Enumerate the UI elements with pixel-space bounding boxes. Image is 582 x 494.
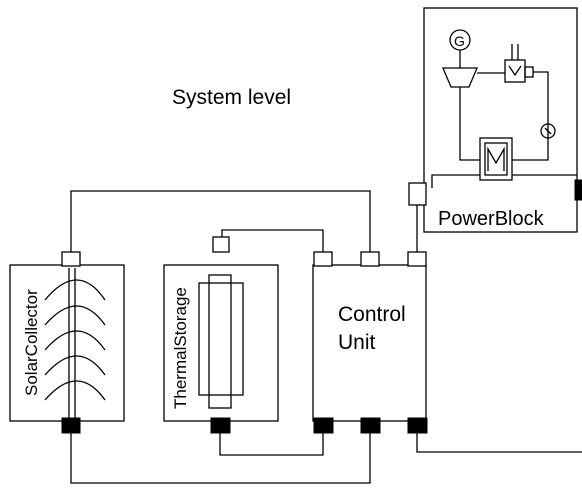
thermal-storage-icon [198, 274, 244, 409]
wire-storage-bottom-to-control [219, 433, 324, 456]
control-unit-port-bottom-middle[interactable] [360, 417, 381, 434]
power-block-port-left[interactable] [408, 182, 427, 206]
thermal-storage-port-bottom[interactable] [210, 417, 231, 434]
power-block-cycle-icon [431, 29, 577, 188]
control-unit-port-bottom-left[interactable] [313, 417, 334, 434]
control-unit-block[interactable]: Control Unit [312, 251, 428, 434]
diagram-title: System level [172, 86, 291, 109]
wire-collector-bottom-to-control [70, 433, 371, 484]
control-unit-label-line1: Control [338, 303, 406, 326]
pump-icon [540, 123, 556, 139]
power-block-label: PowerBlock [438, 208, 545, 230]
thermal-storage-block[interactable]: ThermalStorage [163, 236, 279, 434]
control-unit-label-line2: Unit [338, 331, 376, 354]
generator-symbol: G [454, 33, 465, 49]
power-block[interactable]: G PowerBlock [408, 7, 582, 233]
wire-collector-top-to-control [70, 190, 371, 253]
control-unit-port-top-right[interactable] [407, 251, 427, 267]
solar-collector-port-bottom[interactable] [61, 417, 81, 434]
control-unit-port-top-left[interactable] [313, 251, 333, 267]
wire-control-right-out [416, 433, 582, 453]
control-unit-port-top-middle[interactable] [360, 251, 380, 267]
power-block-port-right[interactable] [574, 179, 582, 201]
control-unit-port-bottom-right[interactable] [407, 417, 428, 434]
wire-storage-top-to-control [221, 229, 324, 253]
thermal-storage-port-top[interactable] [212, 236, 230, 253]
solar-collector-label: SolarCollector [22, 289, 41, 396]
solar-collector-icon [44, 268, 106, 418]
solar-collector-block[interactable]: SolarCollector [9, 251, 125, 434]
solar-collector-port-top[interactable] [61, 251, 81, 267]
heat-exchanger-icon [479, 137, 513, 181]
thermal-storage-label: ThermalStorage [171, 287, 190, 409]
turbine-icon [442, 67, 478, 88]
connection-lines [70, 190, 582, 484]
